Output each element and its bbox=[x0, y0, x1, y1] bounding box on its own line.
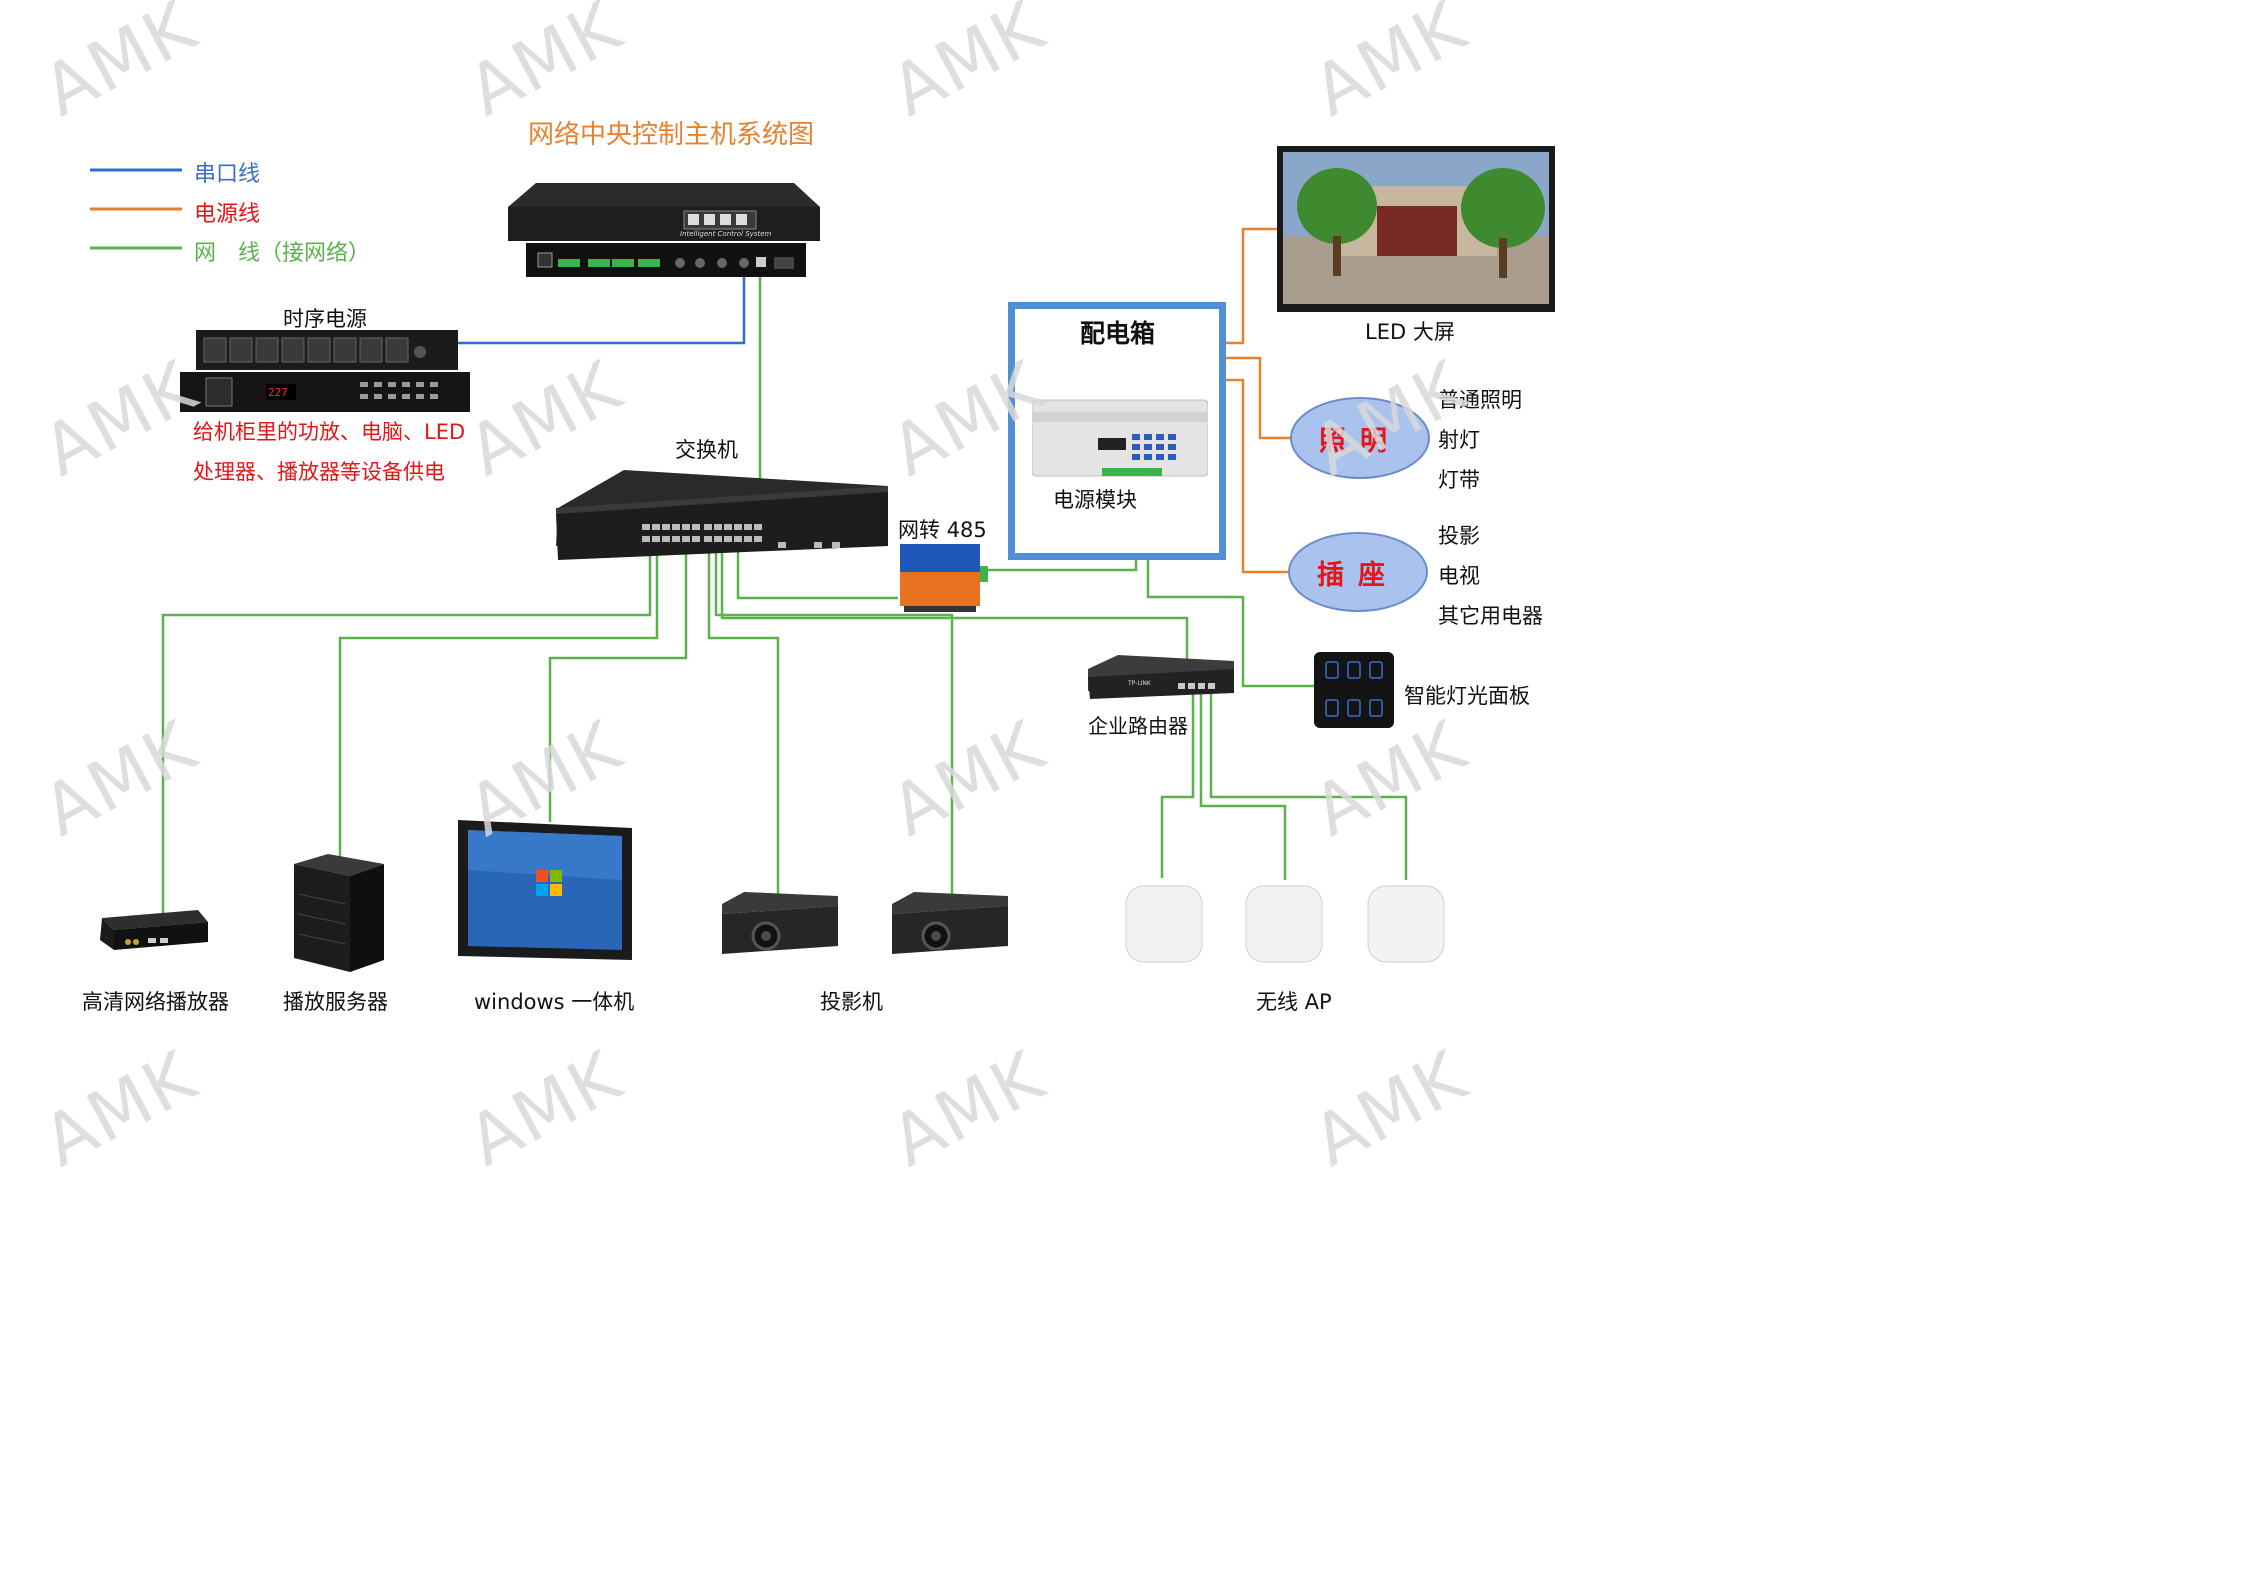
light-panel-image bbox=[1314, 652, 1394, 728]
system-diagram: 网络中央控制主机系统图 串口线 电源线 网 线（接网络） bbox=[0, 0, 1566, 1182]
network-line-switch-projector-1 bbox=[707, 548, 780, 895]
wireless-ap-2 bbox=[1245, 885, 1323, 963]
sequencer-image bbox=[180, 330, 470, 412]
converter-image bbox=[900, 544, 988, 612]
led-screen-image bbox=[1277, 146, 1555, 312]
light-panel-label: 智能灯光面板 bbox=[1404, 684, 1530, 708]
sequencer-display: 227 bbox=[268, 386, 288, 399]
network-line-switch-hd-player bbox=[161, 548, 652, 940]
network-line-router-ap-1 bbox=[1160, 688, 1195, 878]
led-screen-label: LED 大屏 bbox=[1365, 320, 1455, 344]
socket-item-1: 投影 bbox=[1438, 524, 1480, 548]
hd-player-label: 高清网络播放器 bbox=[82, 990, 229, 1014]
sequencer-note-line-2: 处理器、播放器等设备供电 bbox=[193, 460, 445, 484]
socket-ellipse: 插座 bbox=[1288, 532, 1428, 612]
legend-swatches bbox=[90, 168, 182, 250]
network-line-switch-media-server bbox=[338, 548, 659, 862]
serial-line-controller-sequencer bbox=[440, 266, 746, 345]
legend-label-network: 网 线（接网络） bbox=[194, 241, 371, 266]
controller-image bbox=[508, 183, 820, 277]
socket-label: 插座 bbox=[1317, 559, 1399, 591]
network-line-router-ap-2 bbox=[1199, 688, 1287, 880]
switch-image bbox=[556, 470, 888, 560]
switch-label: 交换机 bbox=[675, 438, 738, 462]
distribution-box-label: 配电箱 bbox=[1080, 319, 1156, 348]
windows-pc-image bbox=[458, 820, 632, 960]
projector-2 bbox=[892, 892, 1008, 954]
projector-images bbox=[722, 892, 1008, 954]
lighting-ellipse: 照明 bbox=[1290, 397, 1430, 479]
legend-label-power: 电源线 bbox=[194, 202, 261, 227]
wireless-ap-images bbox=[1125, 885, 1445, 963]
network-line-switch-converter bbox=[736, 548, 898, 600]
controller-panel-text: Intelligent Control System bbox=[680, 230, 772, 238]
sequencer-note-line-1: 给机柜里的功放、电脑、LED bbox=[193, 420, 466, 444]
lighting-item-3: 灯带 bbox=[1438, 468, 1480, 492]
hd-player-image bbox=[100, 910, 208, 950]
network-line-switch-router bbox=[720, 548, 1189, 682]
power-module-image bbox=[1032, 399, 1208, 477]
wireless-ap-3 bbox=[1367, 885, 1445, 963]
lighting-item-1: 普通照明 bbox=[1438, 388, 1522, 412]
socket-item-3: 其它用电器 bbox=[1438, 604, 1543, 628]
converter-label: 网转 485 bbox=[898, 518, 987, 542]
wireless-ap-label: 无线 AP bbox=[1256, 990, 1332, 1014]
projector-label: 投影机 bbox=[820, 990, 883, 1014]
wireless-ap-1 bbox=[1125, 885, 1203, 963]
power-module-label: 电源模块 bbox=[1053, 488, 1137, 512]
media-server-image bbox=[294, 854, 384, 972]
projector-1 bbox=[722, 892, 838, 954]
diagram-title: 网络中央控制主机系统图 bbox=[528, 120, 815, 150]
media-server-label: 播放服务器 bbox=[283, 990, 388, 1014]
network-line-switch-windows-pc bbox=[548, 548, 688, 822]
windows-pc-label: windows 一体机 bbox=[474, 990, 635, 1014]
router-brand: TP-LINK bbox=[1128, 680, 1151, 687]
sequencer-label: 时序电源 bbox=[283, 307, 367, 331]
lighting-label: 照明 bbox=[1319, 425, 1401, 457]
router-image bbox=[1088, 655, 1234, 699]
network-line-router-ap-3 bbox=[1209, 688, 1408, 880]
lighting-item-2: 射灯 bbox=[1438, 428, 1480, 452]
legend-label-serial: 串口线 bbox=[194, 162, 261, 187]
socket-item-2: 电视 bbox=[1438, 564, 1480, 588]
network-line-switch-projector-2 bbox=[714, 548, 954, 895]
router-label: 企业路由器 bbox=[1088, 714, 1188, 738]
